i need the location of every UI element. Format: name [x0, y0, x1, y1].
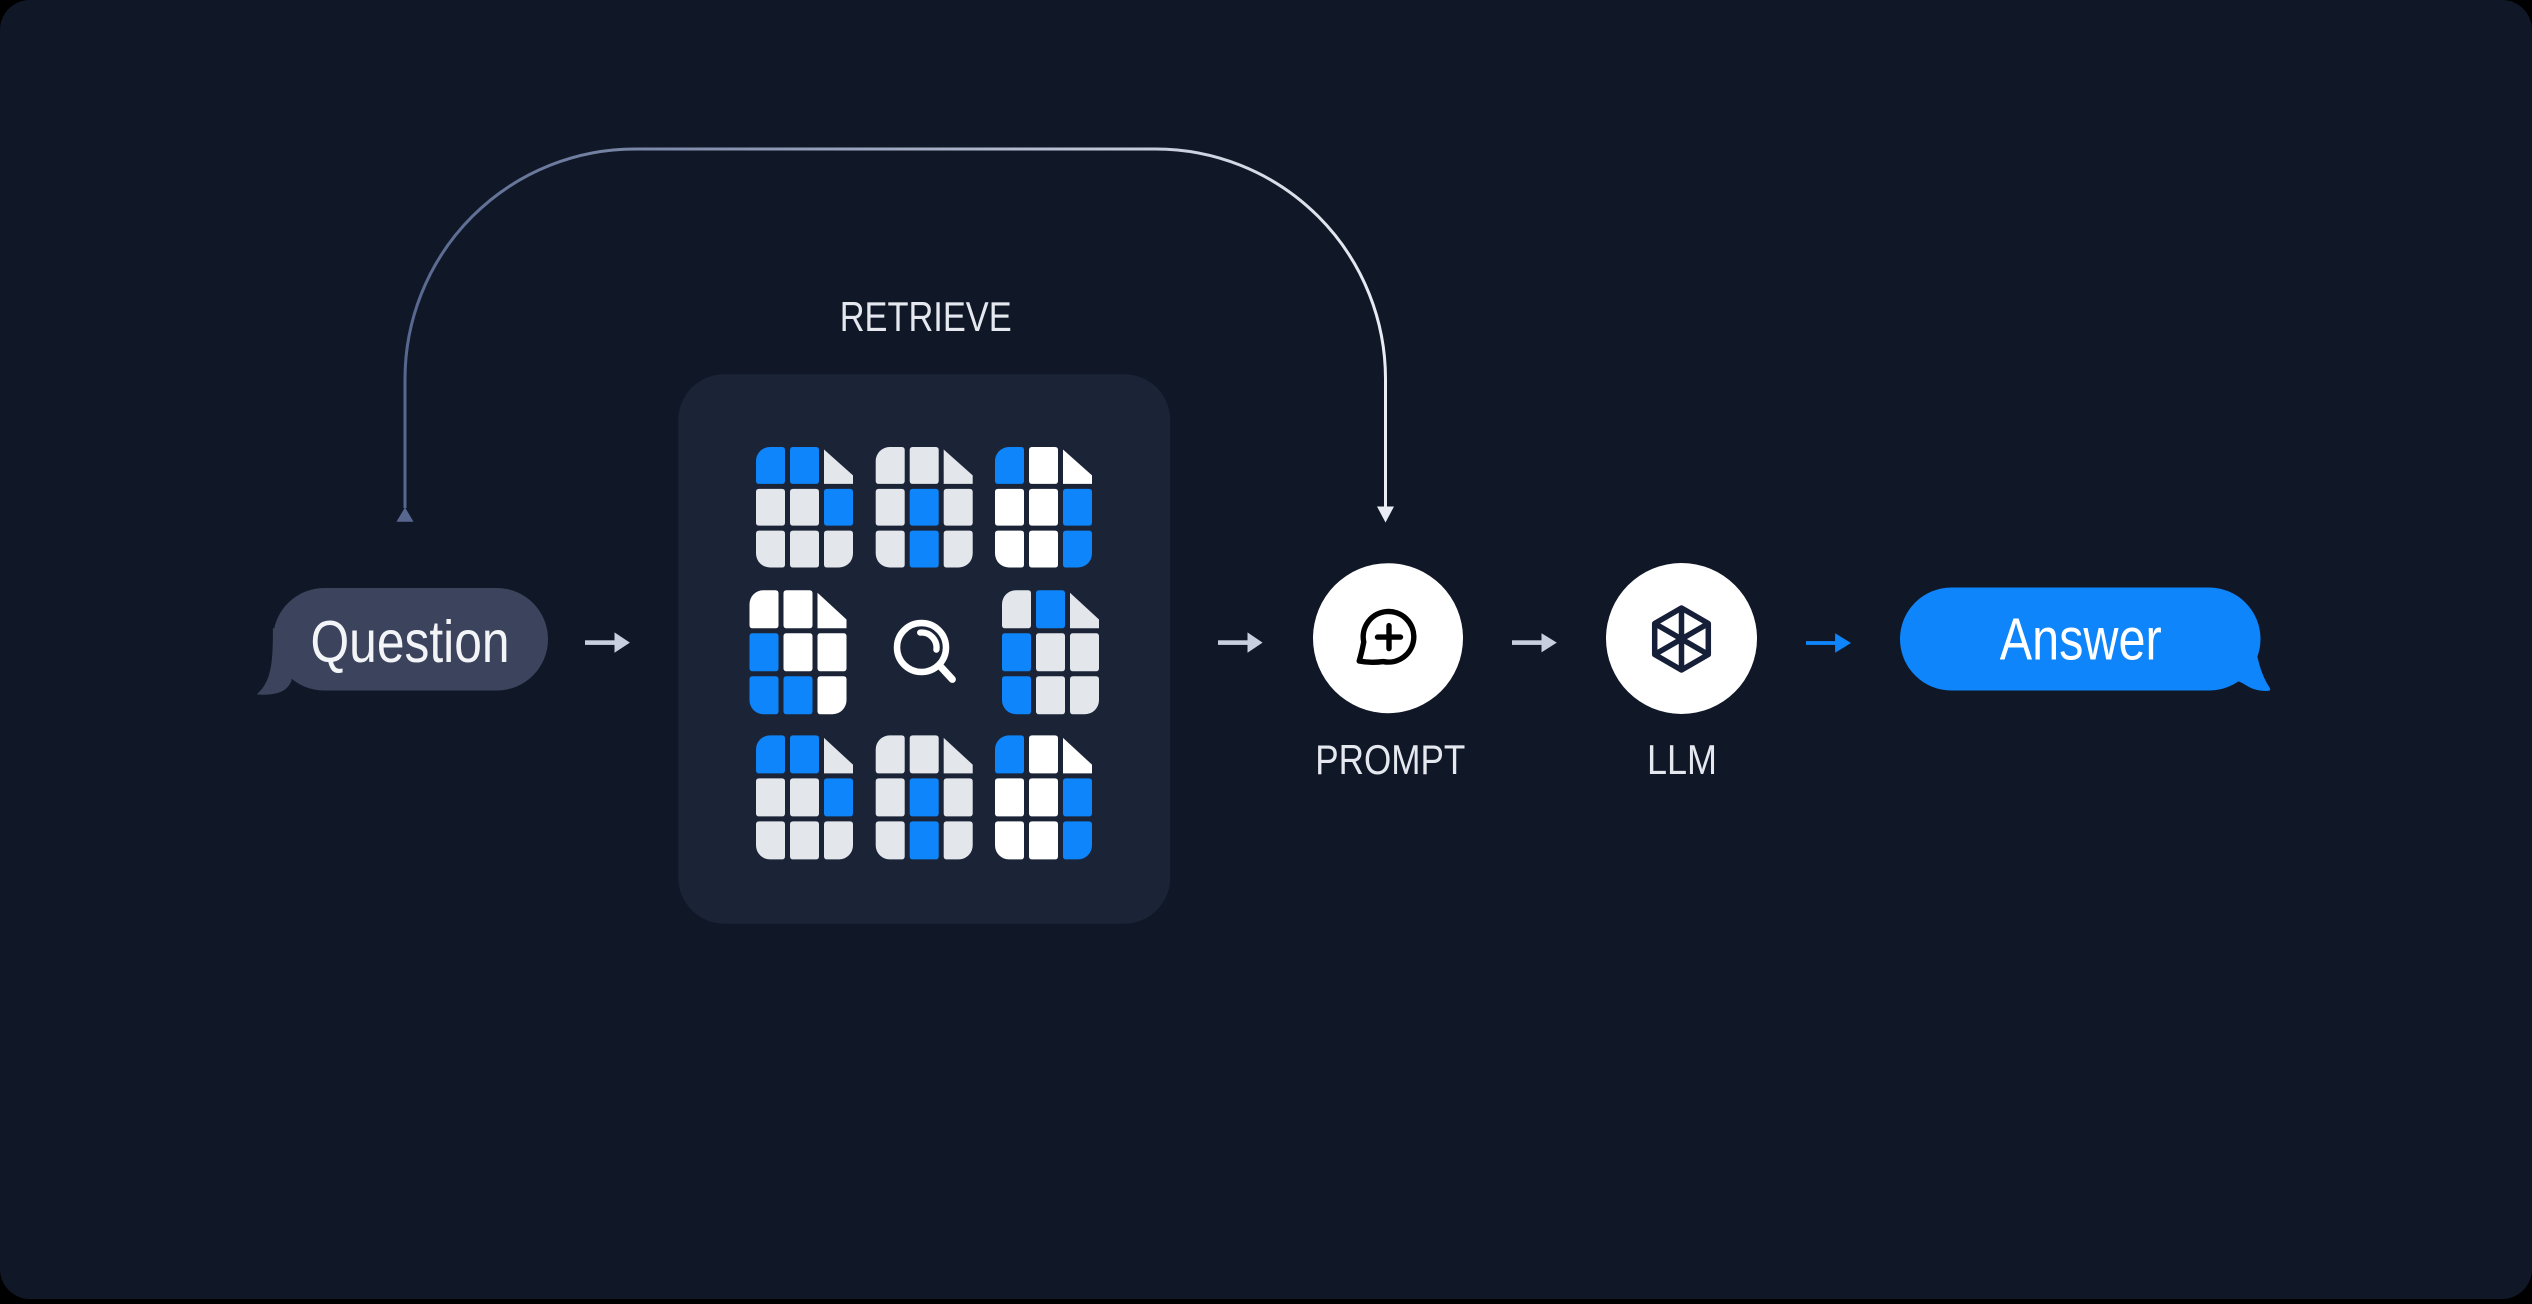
- svg-text:Question: Question: [311, 609, 510, 675]
- svg-text:RETRIEVE: RETRIEVE: [840, 293, 1012, 340]
- svg-text:Answer: Answer: [2000, 607, 2162, 673]
- svg-text:PROMPT: PROMPT: [1315, 736, 1465, 783]
- svg-text:LLM: LLM: [1647, 736, 1717, 783]
